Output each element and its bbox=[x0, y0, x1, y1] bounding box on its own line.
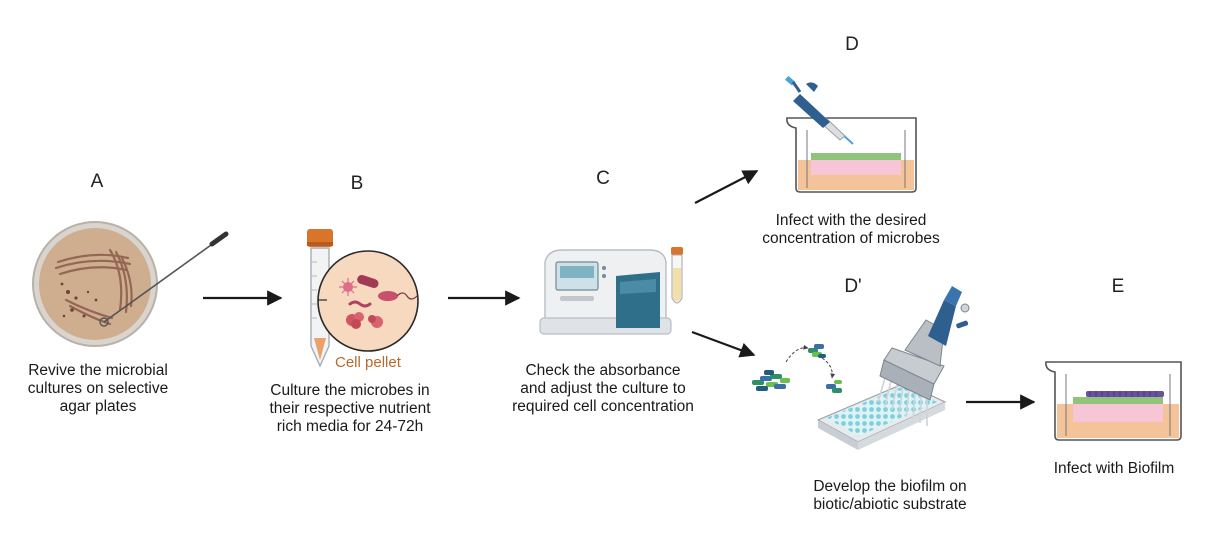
caption-d-prime-line: biotic/abiotic substrate bbox=[813, 496, 967, 513]
inoculation-loop-icon bbox=[99, 231, 229, 327]
arrow-c-to-d-prime bbox=[691, 330, 756, 358]
spectrophotometer-icon bbox=[539, 249, 672, 335]
biofilm-icon bbox=[1086, 391, 1164, 397]
culture-tube-icon bbox=[671, 247, 683, 304]
caption-c-line: Check the absorbance bbox=[525, 362, 681, 379]
caption-c: Check the absorbance and adjust the cult… bbox=[512, 362, 694, 416]
step-letter-e: E bbox=[1111, 276, 1125, 297]
caption-a-line: Revive the microbial bbox=[28, 362, 168, 379]
caption-a-line: agar plates bbox=[59, 398, 137, 415]
caption-d-prime: Develop the biofilm on biotic/abiotic su… bbox=[813, 478, 966, 514]
caption-c-line: required cell concentration bbox=[512, 398, 694, 415]
caption-d-line: Infect with the desired bbox=[775, 212, 927, 229]
caption-b-line: their respective nutrient bbox=[269, 400, 431, 417]
caption-d-line: concentration of microbes bbox=[762, 230, 940, 247]
step-letter-a: A bbox=[90, 171, 104, 192]
caption-a: Revive the microbial cultures on selecti… bbox=[28, 362, 168, 416]
petri-dish-icon bbox=[32, 221, 158, 347]
caption-e: Infect with Biofilm bbox=[1054, 460, 1175, 478]
multichannel-pipette-icon bbox=[877, 286, 970, 426]
caption-c-line: and adjust the culture to bbox=[520, 380, 686, 397]
step-letter-c: C bbox=[596, 168, 610, 189]
cell-pellet-label: Cell pellet bbox=[335, 354, 401, 371]
caption-d-prime-line: Develop the biofilm on bbox=[813, 478, 967, 495]
biofilm-beaker-icon bbox=[1045, 361, 1182, 441]
step-letter-d: D bbox=[845, 34, 859, 55]
caption-a-line: cultures on selective bbox=[27, 380, 169, 397]
caption-b-line: Culture the microbes in bbox=[270, 382, 430, 399]
biofilm-cluster-icon bbox=[752, 344, 842, 393]
caption-d: Infect with the desired concentration of… bbox=[762, 212, 939, 248]
caption-e-line: Infect with Biofilm bbox=[1053, 460, 1175, 477]
arrow-c-to-d bbox=[694, 170, 759, 204]
caption-b-line: rich media for 24-72h bbox=[276, 418, 424, 435]
well-plate-icon bbox=[816, 382, 947, 450]
pipette-icon bbox=[785, 75, 854, 145]
beaker-icon bbox=[786, 117, 917, 193]
caption-b: Culture the microbes in their respective… bbox=[269, 382, 430, 436]
step-letter-b: B bbox=[350, 173, 364, 194]
step-letter-d-prime: D' bbox=[844, 276, 862, 297]
microbe-inset-icon bbox=[317, 250, 419, 352]
